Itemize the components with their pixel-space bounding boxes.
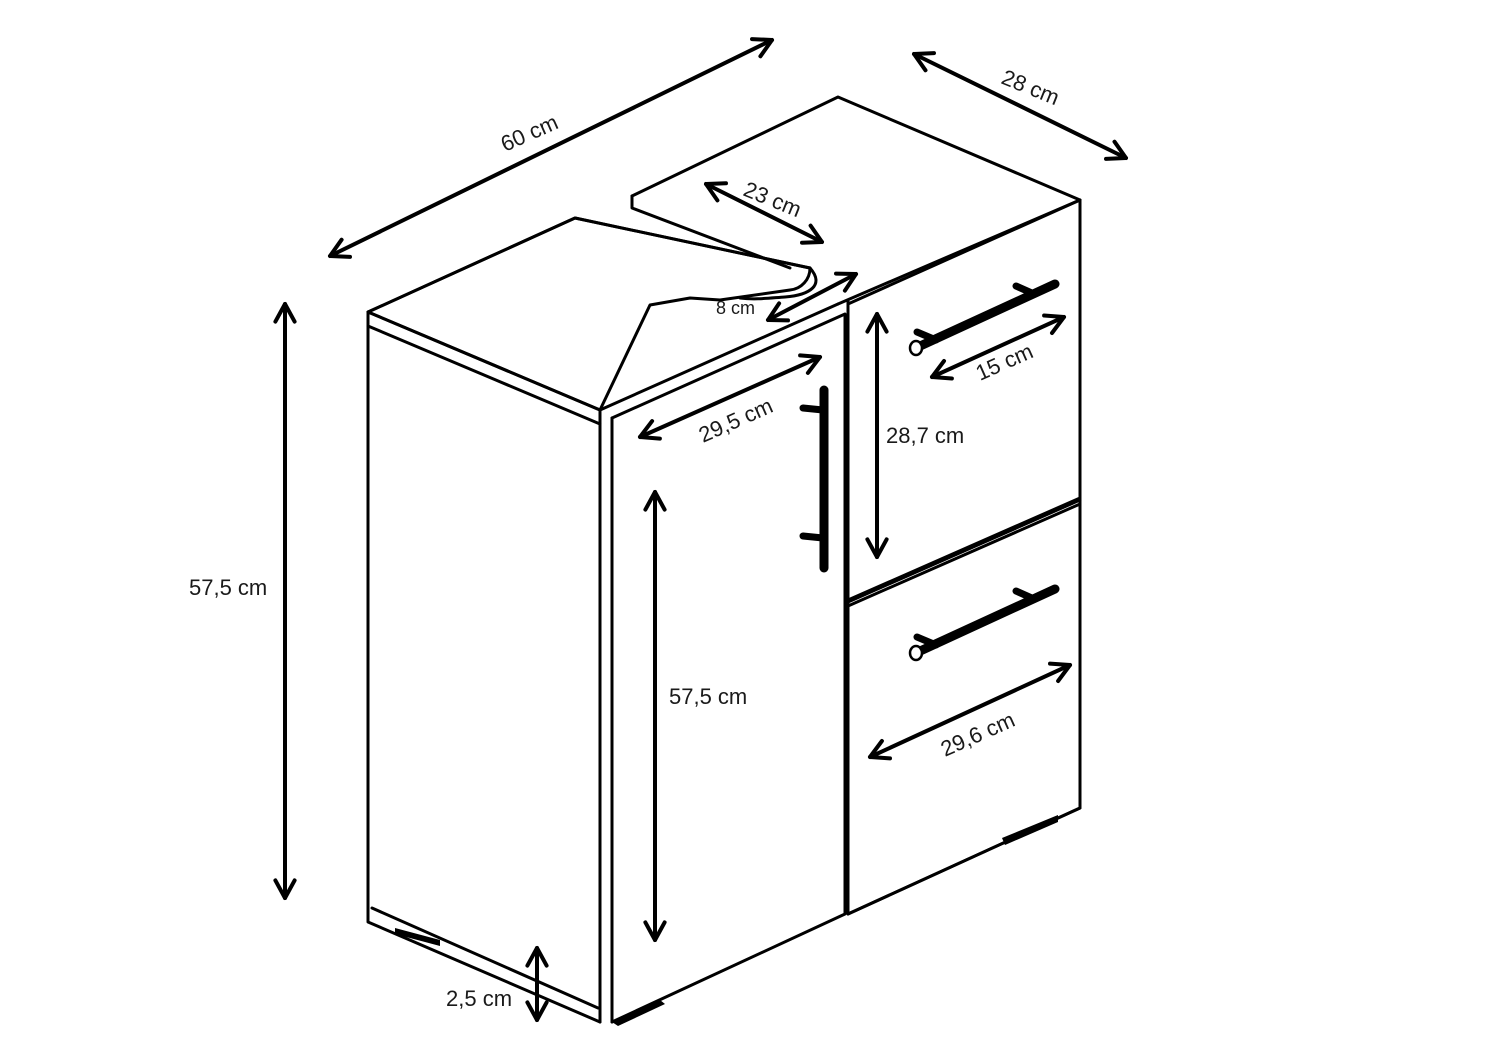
arrow-overall-height-head-start (273, 302, 297, 324)
arrow-door-width (638, 353, 822, 441)
arrow-depth-top-shaft (912, 52, 1128, 160)
arrow-door-width-shaft (638, 355, 822, 439)
top-left-front-edge (366, 310, 602, 412)
lower-drawer-outline (846, 502, 1082, 916)
top-rear-right (630, 95, 1082, 202)
arrow-cutout-width (766, 271, 858, 323)
label-door-width: 29,5 cm (695, 393, 777, 448)
arrow-width-top-head-start (328, 237, 352, 259)
foot-right (1002, 815, 1058, 845)
upper-drawer-outline (846, 198, 1082, 602)
top-front-edge (598, 302, 840, 412)
upper-drawer-handle-post-right (1012, 282, 1038, 298)
arrow-drawer-height (865, 312, 889, 559)
upper-drawer-handle-end (908, 339, 924, 357)
label-drawer-width: 29,6 cm (937, 707, 1019, 762)
upper-drawer-handle (908, 279, 1060, 357)
foot-front (612, 1000, 665, 1026)
arrow-cutout-width-head-end (834, 271, 858, 293)
arrow-handle-length-head-start (930, 359, 954, 381)
drawer-divider (846, 498, 1082, 604)
arrow-door-height-head-end (643, 920, 667, 942)
arrow-width-top-shaft (328, 38, 774, 258)
arrow-plinth-height-head-end (525, 1000, 549, 1022)
lower-drawer-handle-end (908, 644, 924, 662)
arrow-plinth-height (525, 946, 549, 1022)
cabinet-body (366, 95, 1082, 1026)
arrow-cutout-length-shaft (704, 182, 824, 244)
arrow-overall-height (273, 302, 297, 900)
arrow-drawer-width-shaft (868, 663, 1072, 759)
right-frame-edge (846, 198, 1082, 916)
arrow-depth-top-head-end (1104, 139, 1128, 161)
arrow-drawer-width-head-start (868, 739, 892, 761)
top-thickness-line (366, 324, 602, 426)
arrow-overall-height-head-end (273, 878, 297, 900)
left-door-outline (610, 312, 847, 1024)
arrow-depth-top (912, 51, 1128, 161)
arrow-drawer-height-head-start (865, 312, 889, 334)
label-cutout-width: 8 cm (716, 298, 755, 318)
label-door-height: 57,5 cm (669, 684, 747, 709)
side-panel-base-line (370, 906, 600, 1010)
arrow-width-top-head-end (750, 37, 774, 59)
lower-drawer-handle (908, 584, 1060, 662)
side-panel-outline (366, 310, 602, 1024)
arrow-door-height (643, 490, 667, 942)
door-handle-post-top (799, 404, 827, 414)
label-drawer-height: 28,7 cm (886, 423, 964, 448)
arrow-drawer-width (868, 661, 1072, 761)
arrow-plinth-height-head-start (525, 946, 549, 968)
door-handle (799, 385, 829, 573)
arrow-handle-length-head-end (1042, 313, 1066, 335)
arrow-cutout-width-head-start (766, 301, 790, 323)
arrow-handle-length (930, 313, 1066, 381)
door-handle-post-bottom (799, 532, 827, 542)
label-plinth-height: 2,5 cm (446, 986, 512, 1011)
top-cutout-inner-edge (630, 194, 792, 270)
top-cutout-curve (738, 266, 818, 301)
top-left-edge (366, 216, 812, 314)
arrow-door-width-head-start (638, 419, 662, 441)
label-depth-top: 28 cm (998, 64, 1063, 110)
dimension-arrows (273, 37, 1128, 1022)
arrow-cutout-length (704, 181, 824, 245)
arrow-cutout-length-head-end (800, 223, 824, 245)
lower-drawer-handle-post-right (1012, 587, 1038, 603)
dimension-labels: 60 cm 28 cm 23 cm 8 cm 15 cm 29,5 cm 28,… (189, 64, 1063, 1011)
arrow-depth-top-head-start (912, 51, 936, 73)
arrow-cutout-width-shaft (766, 272, 858, 322)
label-overall-height: 57,5 cm (189, 575, 267, 600)
arrow-drawer-height-head-end (865, 537, 889, 559)
arrow-cutout-length-head-start (704, 181, 728, 203)
arrow-drawer-width-head-end (1048, 661, 1072, 683)
arrow-handle-length-shaft (930, 315, 1066, 379)
foot-left (395, 928, 440, 946)
lower-drawer-handle-post-left (913, 633, 940, 649)
arrow-door-height-head-start (643, 490, 667, 512)
arrow-door-width-head-end (798, 353, 822, 375)
upper-drawer-handle-post-left (913, 328, 940, 344)
arrow-width-top (328, 37, 774, 259)
